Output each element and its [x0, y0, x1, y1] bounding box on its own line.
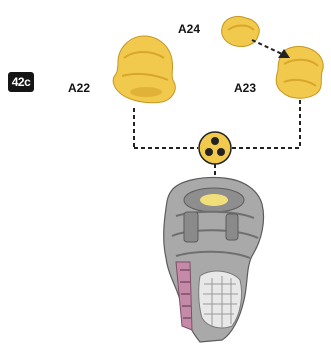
part-label-a23: A23	[234, 81, 257, 95]
part-a23-illustration	[275, 45, 324, 99]
part-label-a24: A24	[178, 22, 201, 36]
part-label-a22: A22	[68, 81, 91, 95]
part-a22-illustration	[112, 35, 176, 104]
a24-to-a23-arrow	[251, 39, 290, 58]
main-body-assembly	[163, 176, 265, 343]
part-a24-illustration	[221, 15, 260, 47]
step-badge: 42c	[8, 72, 34, 92]
combine-symbol-icon	[198, 131, 232, 165]
